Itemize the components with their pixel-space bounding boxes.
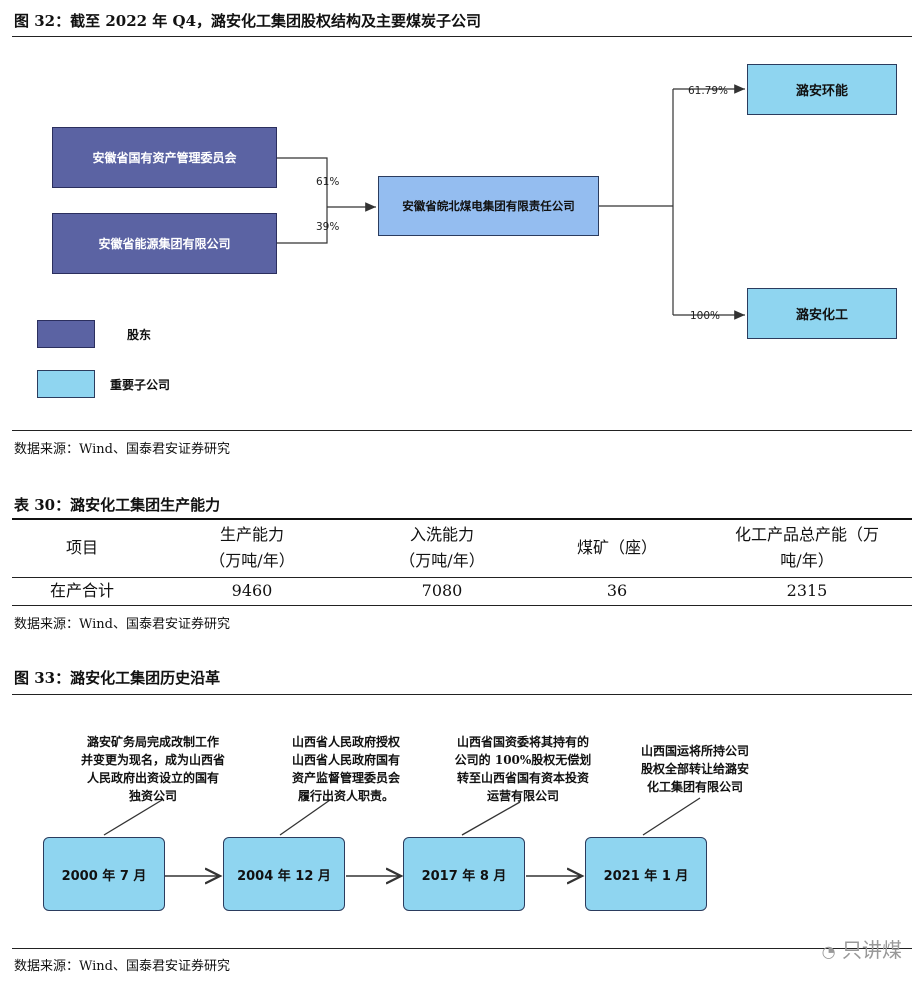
timeline-box-2021: 2021 年 1 月 — [585, 837, 707, 911]
timeline-note-3: 山西省国资委将其持有的公司的 100%股权无偿划 转至山西省国有资本投资运营有限… — [454, 735, 592, 803]
legend-label-subsidiary: 重要子公司 — [110, 378, 171, 392]
table-30-top-rule — [12, 518, 912, 520]
figure-33-bottom-rule — [12, 948, 912, 949]
subsidiary-pct-2: 100% — [690, 310, 721, 322]
figure-33-title: 图 33：潞安化工集团历史沿革 — [14, 669, 221, 687]
legend-swatch-shareholder — [37, 320, 95, 348]
timeline-note-2: 山西省人民政府授权山西省人民政府国有 资产监督管理委员会履行出资人职责。 — [291, 735, 400, 803]
figure-32-bottom-rule — [12, 430, 912, 431]
timeline-note-4: 山西国运将所持公司股权全部转让给潞安 化工集团有限公司 — [640, 744, 749, 794]
cell-item: 在产合计 — [49, 581, 114, 600]
header-chemical: 化工产品总产能（万吨/年） — [734, 524, 879, 570]
timeline-note-1: 潞安矿务局完成改制工作并变更为现名，成为山西省 人民政府出资设立的国有独资公司 — [80, 735, 225, 803]
shareholder-pct-1: 61% — [316, 176, 340, 188]
shareholder-pct-2: 39% — [316, 221, 340, 233]
cell-production: 9460 — [231, 581, 273, 600]
subsidiary-box-2: 潞安化工 — [747, 288, 897, 339]
capacity-table: 项目 生产能力（万吨/年） 入洗能力（万吨/年） 煤矿（座） 化工产品总产能（万… — [12, 519, 912, 606]
cell-washing: 7080 — [421, 581, 463, 600]
figure-32-top-rule — [12, 36, 912, 37]
subsidiary-pct-1: 61.79% — [688, 85, 729, 97]
cell-mines: 36 — [606, 581, 628, 600]
header-washing: 入洗能力（万吨/年） — [399, 524, 485, 570]
figure-32-source: 数据来源：Wind、国泰君安证券研究 — [14, 442, 230, 457]
table-30-title: 表 30：潞安化工集团生产能力 — [14, 496, 221, 514]
timeline-connectors — [103, 797, 701, 950]
shareholder-box-1: 安徽省国有资产管理委员会 — [52, 127, 277, 188]
watermark: ◔ 只讲煤 — [821, 938, 902, 962]
legend-label-shareholder: 股东 — [127, 328, 152, 342]
table-row: 在产合计 9460 7080 36 2315 — [12, 577, 912, 605]
header-item: 项目 — [65, 537, 98, 557]
figure-33-source: 数据来源：Wind、国泰君安证券研究 — [14, 959, 230, 974]
wechat-icon: ◔ — [821, 942, 836, 961]
table-header-row: 项目 生产能力（万吨/年） 入洗能力（万吨/年） 煤矿（座） 化工产品总产能（万… — [12, 519, 912, 577]
ownership-connectors — [277, 84, 745, 320]
subsidiary-box-1: 潞安环能 — [747, 64, 897, 115]
cell-chemical: 2315 — [786, 581, 828, 600]
timeline-box-2017: 2017 年 8 月 — [403, 837, 525, 911]
shareholder-box-2: 安徽省能源集团有限公司 — [52, 213, 277, 274]
timeline-box-2004: 2004 年 12 月 — [223, 837, 345, 911]
table-30-source: 数据来源：Wind、国泰君安证券研究 — [14, 617, 230, 632]
legend-swatch-subsidiary — [37, 370, 95, 398]
header-production: 生产能力（万吨/年） — [209, 524, 295, 570]
figure-33-top-rule — [12, 694, 912, 695]
timeline-box-2000: 2000 年 7 月 — [43, 837, 165, 911]
figure-32-title: 图 32：截至 2022 年 Q4，潞安化工集团股权结构及主要煤炭子公司 — [14, 12, 482, 30]
header-mines: 煤矿（座） — [576, 537, 657, 557]
holding-company-box: 安徽省皖北煤电集团有限责任公司 — [378, 176, 599, 236]
